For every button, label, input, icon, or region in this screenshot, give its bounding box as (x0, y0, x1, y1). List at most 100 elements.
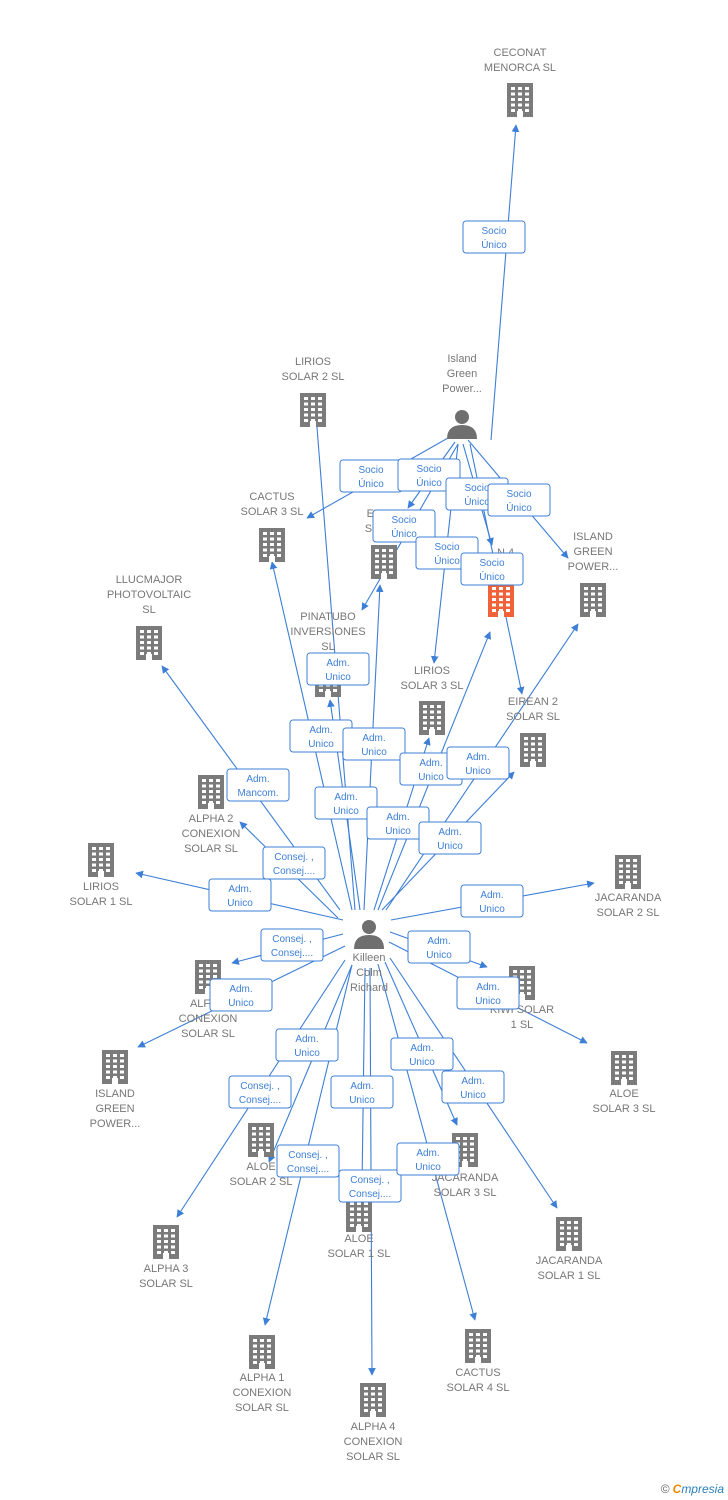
edge-label[interactable]: Consej. ,Consej.... (228, 1075, 292, 1109)
edge-label[interactable]: Adm.Unico (460, 884, 524, 918)
edge-label-box (262, 846, 326, 880)
edge-label-text: Consej.... (287, 1164, 329, 1175)
node-label: SOLAR 3 SL (241, 506, 304, 518)
node-island_person[interactable]: IslandGreenPower... (442, 353, 482, 439)
node-label: GREEN (95, 1103, 134, 1115)
edge-label-text: Adm. (410, 1043, 433, 1054)
node-island_co_r[interactable]: ISLANDGREENPOWER... (568, 531, 619, 617)
edge-killeen-to-cactus4 (377, 963, 477, 1321)
edge-label-text: Consej. , (274, 852, 313, 863)
building-icon (259, 528, 285, 562)
node-label: CECONAT (494, 47, 547, 59)
edge-label[interactable]: Adm.Unico (208, 878, 272, 912)
node-label: ALOE (609, 1088, 638, 1100)
edge-label[interactable]: Adm.Unico (342, 727, 406, 761)
edge-killeen-to-aloe2 (268, 964, 353, 1163)
edge-label[interactable]: Adm.Unico (275, 1028, 339, 1062)
edge-label-box (208, 878, 272, 912)
edge-label[interactable]: Adm.Unico (390, 1037, 454, 1071)
edge-label[interactable]: Adm.Unico (456, 976, 520, 1010)
edge-label-text: Unico (437, 841, 463, 852)
node-label: Richard (350, 982, 388, 994)
node-label: Green (447, 368, 478, 380)
edge-label-text: Único (479, 570, 505, 583)
building-icon (136, 626, 162, 660)
building-icon (88, 843, 114, 877)
edge-label[interactable]: Adm.Unico (330, 1075, 394, 1109)
node-cactus3[interactable]: CACTUS SOLAR 3 SL (241, 491, 304, 562)
node-label: SOLAR 1 SL (70, 896, 133, 908)
edge-label[interactable]: Adm.Unico (209, 978, 273, 1012)
edge-label[interactable]: Adm.Unico (306, 652, 370, 686)
node-label: ISLAND (573, 531, 613, 543)
edge-label-box (228, 1075, 292, 1109)
building-icon (556, 1217, 582, 1251)
edge-label-text: Consej.... (349, 1189, 391, 1200)
edge-label-box (306, 652, 370, 686)
edge-label[interactable]: Consej. ,Consej.... (262, 846, 326, 880)
edge-label[interactable]: Consej. ,Consej.... (276, 1144, 340, 1178)
edge-label-text: Socio (391, 515, 416, 526)
edge-label[interactable]: Adm.Unico (441, 1070, 505, 1104)
node-label: INVERSIONES (290, 626, 365, 638)
node-label: SOLAR 4 SL (447, 1382, 510, 1394)
edge-label-text: Adm. (350, 1081, 373, 1092)
edge-label[interactable]: Adm.Unico (396, 1142, 460, 1176)
node-label: CONEXION (344, 1436, 403, 1448)
edge-label-text: Único (434, 554, 460, 567)
edge-label-text: Adm. (419, 758, 442, 769)
edge-label-text: Adm. (246, 774, 269, 785)
building-icon (198, 775, 224, 809)
edge-label[interactable]: Consej. ,Consej.... (260, 928, 324, 962)
node-label: JACARANDA (536, 1255, 603, 1267)
edge-label[interactable]: Adm.Unico (314, 786, 378, 820)
edge-label-text: Socio (434, 542, 459, 553)
node-label: JACARANDA (595, 892, 662, 904)
edge-label-box (226, 768, 290, 802)
edge-label-box (330, 1075, 394, 1109)
edge-label-box (418, 821, 482, 855)
edge-label[interactable]: Adm.Mancom. (226, 768, 290, 802)
node-label: CACTUS (249, 491, 294, 503)
edge-label-text: Único (464, 495, 490, 508)
edge-label[interactable]: Consej. ,Consej.... (338, 1169, 402, 1203)
edge-label-text: Adm. (228, 884, 251, 895)
node-label: SOLAR 1 SL (538, 1270, 601, 1282)
node-jacaranda1[interactable]: JACARANDA SOLAR 1 SL (536, 1217, 603, 1282)
edge-label-text: Adm. (386, 812, 409, 823)
edge-label[interactable]: Adm.Unico (418, 821, 482, 855)
footer-brand[interactable]: ©Cmpresia (661, 1482, 724, 1496)
edge-label[interactable]: Adm.Unico (446, 746, 510, 780)
edge-label-box (446, 746, 510, 780)
edge-label-text: Único (416, 476, 442, 489)
edge-label-box (314, 786, 378, 820)
copyright-symbol: © (660, 1482, 670, 1496)
edge-label-box (338, 1169, 402, 1203)
node-label: SOLAR SL (184, 843, 238, 855)
node-island_co_l[interactable]: ISLANDGREENPOWER... (90, 1050, 141, 1130)
node-label: ALOE (246, 1161, 275, 1173)
edge-label[interactable]: Adm.Unico (407, 930, 471, 964)
